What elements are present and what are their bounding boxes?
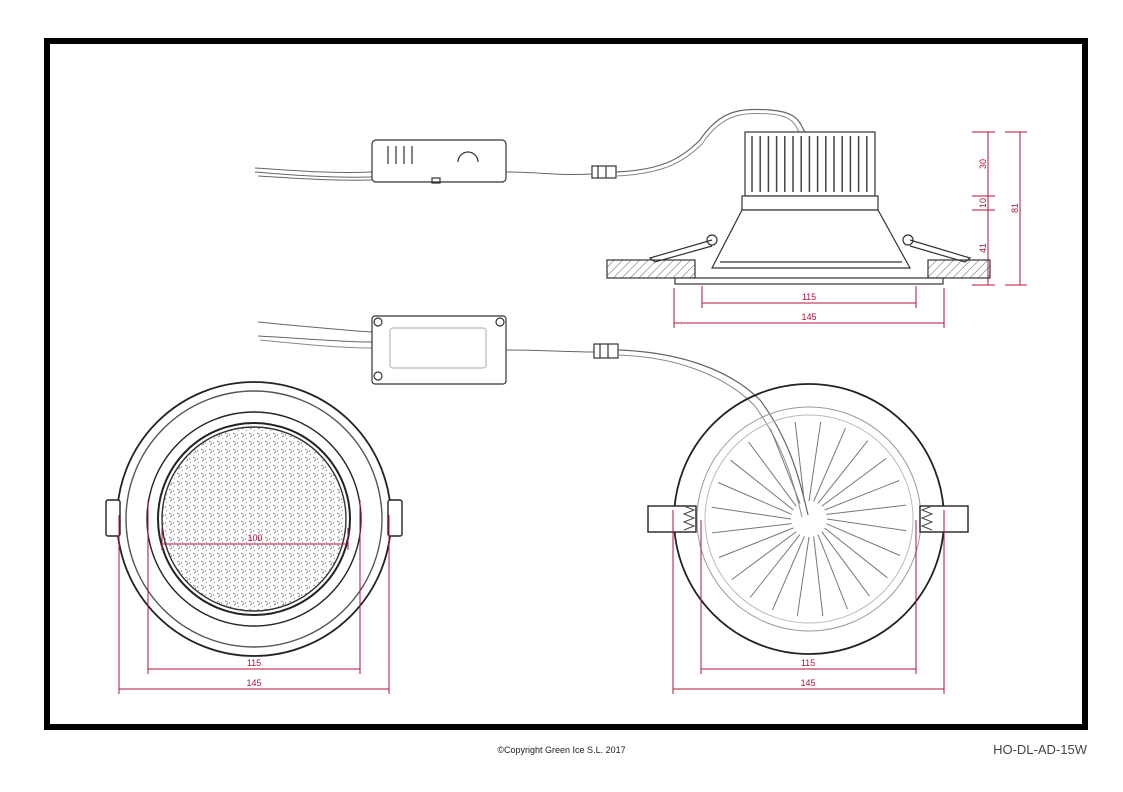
- radial-fin: [824, 527, 888, 579]
- front-dim-100: 100: [247, 533, 262, 543]
- radial-fin: [821, 458, 887, 507]
- radial-fin: [824, 480, 900, 511]
- radial-fin: [826, 518, 907, 532]
- radial-fin: [772, 536, 805, 611]
- top-cable: [615, 108, 806, 173]
- front-view: [105, 381, 403, 657]
- radial-fin: [711, 523, 792, 534]
- radial-fin: [711, 506, 792, 520]
- radial-fin: [808, 421, 822, 502]
- front-dim-145: 145: [246, 678, 261, 688]
- radial-fin: [731, 531, 797, 580]
- radial-fin: [718, 527, 794, 558]
- radial-fin: [821, 531, 870, 597]
- radial-fin: [796, 536, 810, 617]
- radial-fin: [748, 441, 797, 507]
- radial-fin: [730, 459, 794, 511]
- radial-fin: [826, 504, 907, 515]
- copyright-notice: ©Copyright Green Ice S.L. 2017: [497, 745, 626, 755]
- back-view: [647, 383, 969, 655]
- side-view-dimensions: [673, 131, 1027, 328]
- back-dim-115: 115: [801, 658, 815, 668]
- radial-fin: [817, 440, 869, 504]
- radial-fin: [794, 421, 805, 502]
- radial-fin: [717, 482, 792, 515]
- radial-fin: [813, 427, 846, 502]
- back-view-dimensions: [672, 510, 945, 694]
- side-dim-81: 81: [1010, 203, 1020, 213]
- drawing-frame: [44, 38, 1088, 730]
- driver-top-view: [257, 315, 809, 518]
- radial-fin: [817, 534, 848, 610]
- side-dim-41: 41: [978, 243, 988, 253]
- side-dim-145: 145: [801, 312, 816, 322]
- radial-fin: [749, 534, 801, 598]
- radial-fin: [770, 428, 801, 504]
- model-code: HO-DL-AD-15W: [993, 742, 1087, 757]
- downlight-side-view: [606, 131, 991, 285]
- side-dim-30: 30: [978, 159, 988, 169]
- radial-fin: [826, 523, 901, 556]
- back-dim-145: 145: [800, 678, 815, 688]
- front-view-dimensions: [118, 500, 390, 694]
- front-dim-115: 115: [247, 658, 261, 668]
- side-dim-115: 115: [802, 292, 816, 302]
- side-dim-10: 10: [978, 198, 988, 208]
- radial-fin: [813, 536, 824, 617]
- top-cable-2: [615, 112, 801, 177]
- driver-side-view: [254, 139, 617, 184]
